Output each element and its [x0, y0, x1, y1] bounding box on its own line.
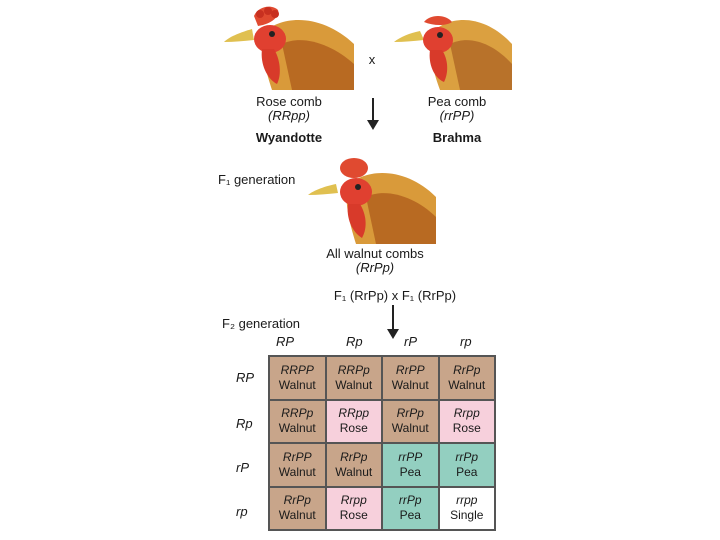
cell-phenotype: Pea — [400, 465, 421, 480]
col-header-2: Rp — [346, 334, 363, 349]
row-header-1: RP — [236, 370, 254, 385]
arrow-to-f2 — [392, 305, 394, 331]
cell-phenotype: Walnut — [392, 421, 429, 436]
pea-comb-rooster-image — [394, 4, 512, 90]
cell-phenotype: Walnut — [335, 378, 372, 393]
right-parent-breed: Brahma — [402, 130, 512, 145]
cell-genotype: RrPp — [340, 450, 367, 465]
cell-phenotype: Single — [450, 508, 483, 523]
cell-genotype: Rrpp — [454, 406, 480, 421]
col-header-1: RP — [276, 334, 294, 349]
cell-genotype: RRPP — [281, 363, 314, 378]
cell-phenotype: Walnut — [279, 421, 316, 436]
cell-genotype: RrPp — [453, 363, 480, 378]
left-parent-genotype: (RRpp) — [228, 108, 350, 123]
cell-phenotype: Rose — [340, 421, 368, 436]
arrow-to-f1 — [372, 98, 374, 122]
col-header-4: rp — [460, 334, 472, 349]
arrow-to-f1-head — [367, 120, 379, 130]
f1-generation-label: F₁ generation — [218, 172, 295, 187]
arrow-to-f2-head — [387, 329, 399, 339]
cell-genotype: RrPP — [283, 450, 312, 465]
col-header-3: rP — [404, 334, 417, 349]
cell-phenotype: Walnut — [279, 378, 316, 393]
left-parent-breed: Wyandotte — [228, 130, 350, 145]
row-header-2: Rp — [236, 416, 253, 431]
rose-comb-rooster-image — [222, 4, 354, 90]
f1-comb-label: All walnut combs — [300, 246, 450, 261]
left-parent-comb: Rose comb — [228, 94, 350, 109]
cell-genotype: RRPp — [281, 406, 313, 421]
cell-phenotype: Rose — [340, 508, 368, 523]
cell-phenotype: Walnut — [279, 508, 316, 523]
right-parent-comb: Pea comb — [402, 94, 512, 109]
f1-cross: F₁ (RrPp) x F₁ (RrPp) — [300, 288, 490, 303]
cell-genotype: RrPp — [284, 493, 311, 508]
row-header-4: rp — [236, 504, 248, 519]
f2-generation-label: F₂ generation — [222, 316, 300, 331]
cell-phenotype: Walnut — [448, 378, 485, 393]
walnut-comb-rooster-image — [306, 152, 436, 244]
cell-phenotype: Rose — [453, 421, 481, 436]
cell-genotype: rrPP — [398, 450, 422, 465]
cell-genotype: rrPp — [399, 493, 422, 508]
cell-genotype: rrPp — [455, 450, 478, 465]
cell-phenotype: Pea — [456, 465, 477, 480]
cell-genotype: RrPP — [396, 363, 425, 378]
row-header-3: rP — [236, 460, 249, 475]
cell-phenotype: Walnut — [335, 465, 372, 480]
cross-symbol: x — [362, 52, 382, 67]
cell-genotype: rrpp — [456, 493, 477, 508]
cell-genotype: RRpp — [338, 406, 369, 421]
f1-genotype: (RrPp) — [300, 260, 450, 275]
cell-genotype: RrPp — [397, 406, 424, 421]
right-parent-genotype: (rrPP) — [402, 108, 512, 123]
cell-genotype: Rrpp — [341, 493, 367, 508]
cell-genotype: RRPp — [338, 363, 370, 378]
cell-phenotype: Pea — [400, 508, 421, 523]
cell-phenotype: Walnut — [392, 378, 429, 393]
cell-phenotype: Walnut — [279, 465, 316, 480]
